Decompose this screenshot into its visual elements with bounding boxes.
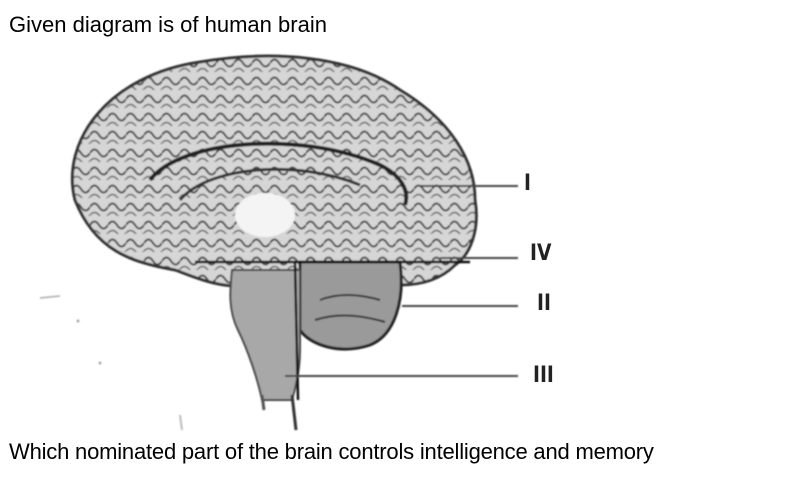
question-intro: Given diagram is of human brain [9, 12, 327, 37]
label-III: III [533, 363, 554, 388]
brain-illustration [39, 54, 518, 431]
brain-diagram: I IV II III [0, 40, 800, 435]
question-prompt: Which nominated part of the brain contro… [9, 439, 654, 464]
label-II: II [537, 291, 551, 316]
label-I: I [524, 171, 531, 196]
label-IV: IV [530, 241, 552, 266]
